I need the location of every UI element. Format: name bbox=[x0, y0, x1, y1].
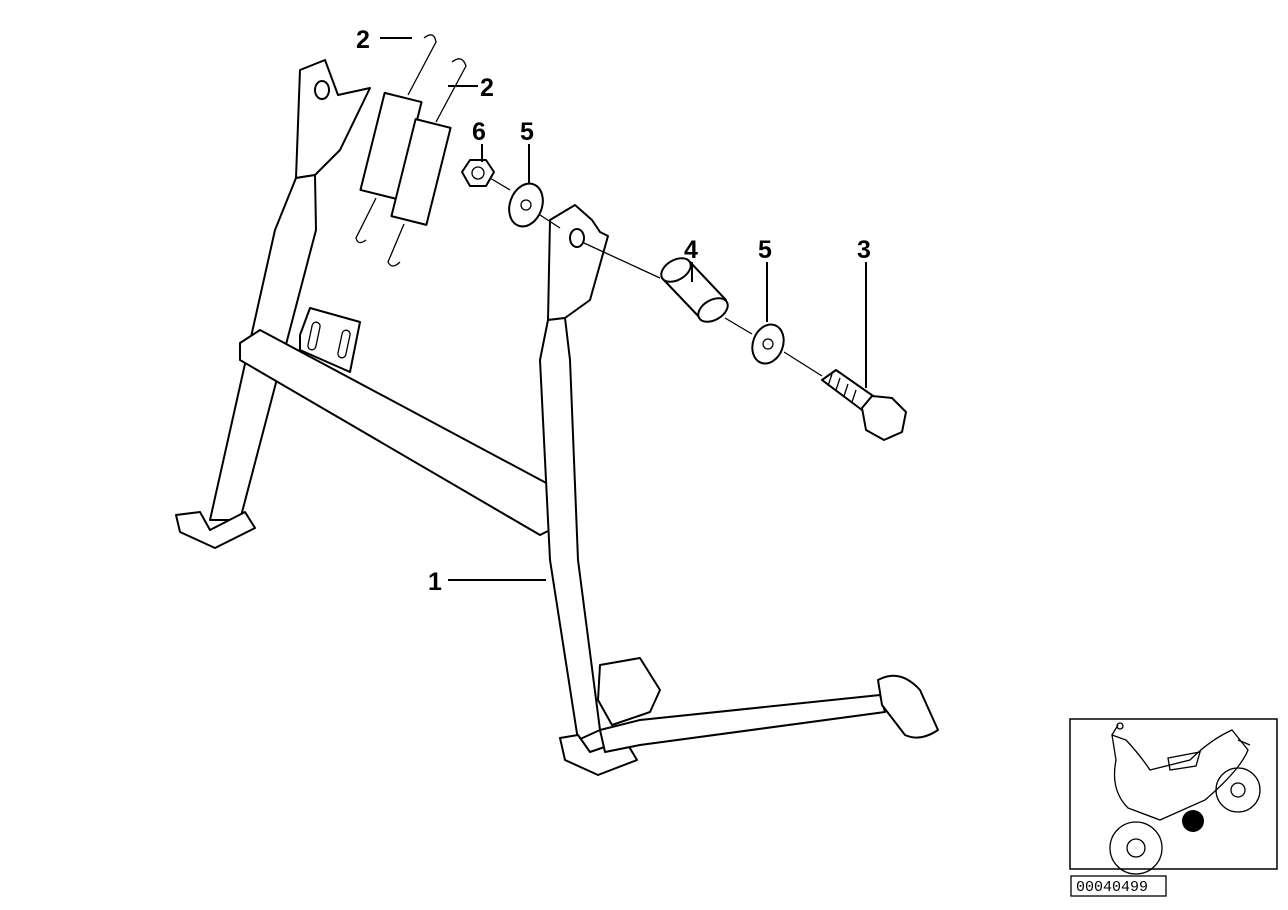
callout-3: 3 bbox=[857, 236, 871, 264]
callout-1: 1 bbox=[428, 568, 442, 596]
spring-parts bbox=[355, 34, 467, 267]
washer-upper-part bbox=[508, 182, 544, 228]
center-stand-part bbox=[175, 59, 939, 776]
leader-lines bbox=[380, 37, 867, 581]
motorcycle-icon bbox=[1109, 722, 1261, 875]
callout-2-upper: 2 bbox=[356, 26, 370, 54]
assembly-axis-lines bbox=[489, 177, 823, 377]
callout-labels: 1 2 2 6 5 4 5 3 bbox=[356, 26, 871, 596]
callout-2-lower: 2 bbox=[480, 74, 494, 102]
sleeve-part bbox=[660, 257, 729, 323]
callout-5-upper: 5 bbox=[520, 118, 534, 146]
location-marker-dot bbox=[1182, 810, 1204, 832]
callout-4: 4 bbox=[684, 236, 698, 264]
bolt-part bbox=[821, 369, 907, 441]
hex-nut-part bbox=[461, 159, 495, 187]
washer-lower-part bbox=[751, 323, 785, 365]
callout-6: 6 bbox=[472, 118, 486, 146]
part-number-text: 00040499 bbox=[1076, 879, 1148, 896]
part-number-box: 00040499 bbox=[1070, 875, 1167, 897]
callout-5-lower: 5 bbox=[758, 236, 772, 264]
location-thumbnail bbox=[1069, 718, 1278, 875]
